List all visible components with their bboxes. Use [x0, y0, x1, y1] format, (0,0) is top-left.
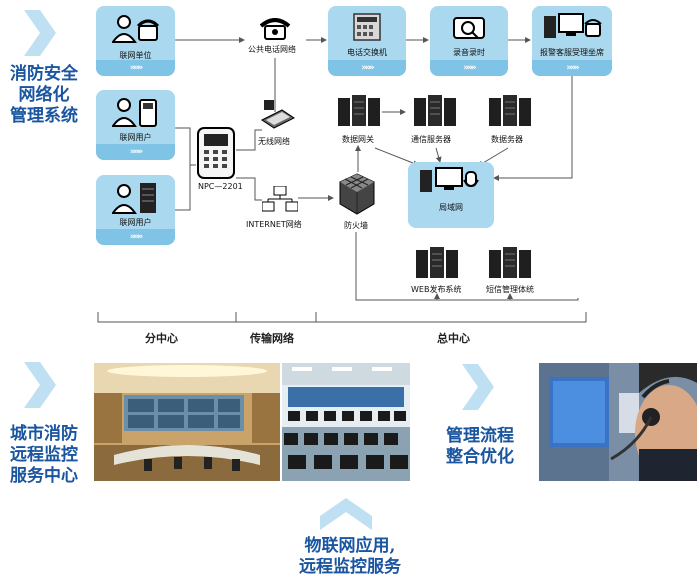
control-room-photo: [94, 363, 280, 481]
sms-label: 短信管理体统: [486, 285, 534, 294]
node-user-1: 联网用户 »»»: [96, 90, 175, 160]
node-band: »»»: [430, 60, 508, 76]
process-title: 管理流程 整合优化: [430, 426, 530, 468]
node-exchange-label: 电话交换机: [347, 48, 387, 57]
node-user-1-label: 联网用户: [119, 133, 152, 142]
service-center-title-line: 服务中心: [10, 466, 78, 486]
firewall-label: 防火墙: [344, 221, 368, 230]
monitoring-hall-photo: [282, 363, 410, 481]
band-glyph: »»»: [129, 232, 144, 242]
node-exchange: 电话交换机 »»»: [328, 6, 406, 76]
node-user-2-label: 联网用户: [119, 218, 152, 227]
pstn-label: 公共电话网络: [248, 45, 296, 54]
workstation-icon: [420, 167, 479, 192]
system-title-line: 消防安全: [10, 64, 78, 84]
band-glyph: »»»: [129, 147, 144, 157]
wireless-label: 无线网络: [258, 137, 290, 146]
service-center-title: 城市消防 远程监控 服务中心: [2, 424, 86, 487]
node-band: »»»: [96, 60, 175, 76]
server-icon: [338, 95, 380, 126]
gateway-label: 数据网关: [342, 135, 374, 144]
node-recorder: 录音录时 »»»: [430, 6, 508, 76]
operator-headset-photo: [539, 363, 697, 481]
service-center-title-line: 远程监控: [10, 445, 78, 465]
chevron-right-icon: [24, 362, 56, 408]
process-title-line: 管理流程: [446, 426, 514, 446]
node-recorder-label: 录音录时: [453, 48, 485, 57]
service-center-title-line: 城市消防: [10, 424, 78, 444]
node-band: »»»: [96, 229, 175, 245]
user-server-icon: [112, 183, 156, 214]
switchboard-icon: [353, 13, 381, 41]
iot-title-line: 远程监控服务: [299, 557, 401, 577]
firewall-icon: [339, 173, 375, 215]
workstation-icon: [544, 13, 602, 38]
band-glyph: »»»: [566, 63, 580, 73]
internet-label: INTERNET网络: [246, 220, 302, 229]
data-server-label: 数据务器: [491, 135, 523, 144]
node-lan-label: 局域网: [439, 203, 463, 212]
node-band: »»»: [532, 60, 612, 76]
node-unit: 联网单位 »»»: [96, 6, 175, 76]
server-icon: [414, 95, 456, 126]
node-lan: 局域网: [408, 162, 494, 228]
wireless-device-icon: [261, 100, 295, 129]
band-glyph: »»»: [129, 63, 144, 73]
telephone-icon: [259, 18, 291, 40]
system-title: 消防安全 网络化 管理系统: [2, 64, 86, 127]
system-title-line: 网络化: [18, 85, 70, 105]
node-band: »»»: [96, 144, 175, 160]
chevron-up-icon: [320, 498, 372, 530]
npc-label: NPC—2201: [198, 182, 243, 191]
node-user-2: 联网用户 »»»: [96, 175, 175, 245]
chevron-right-icon: [24, 10, 56, 56]
recorder-icon: [453, 17, 485, 39]
node-seat-label: 报警客服受理坐席: [540, 48, 604, 57]
chevron-right-icon: [462, 364, 494, 410]
npc-terminal-icon: [197, 127, 235, 179]
comm-server-label: 通信服务器: [411, 135, 451, 144]
band-glyph: »»»: [463, 63, 477, 73]
iot-title: 物联网应用, 远程监控服务: [270, 536, 430, 578]
server-icon: [416, 247, 458, 278]
system-title-line: 管理系统: [10, 106, 78, 126]
node-unit-label: 联网单位: [119, 51, 152, 60]
band-glyph: »»»: [361, 63, 375, 73]
process-title-line: 整合优化: [446, 447, 514, 467]
server-icon: [489, 95, 531, 126]
user-terminal-icon: [112, 98, 157, 127]
section-hq: 总中心: [437, 332, 470, 345]
computer-network-icon: [262, 186, 298, 212]
node-seat: 报警客服受理坐席 »»»: [532, 6, 612, 76]
user-phone-icon: [112, 15, 160, 43]
node-band: »»»: [328, 60, 406, 76]
section-branch: 分中心: [145, 332, 178, 345]
web-label: WEB发布系统: [411, 285, 462, 294]
server-icon: [489, 247, 531, 278]
iot-title-line: 物联网应用,: [304, 536, 396, 556]
section-transport: 传输网络: [250, 332, 294, 345]
